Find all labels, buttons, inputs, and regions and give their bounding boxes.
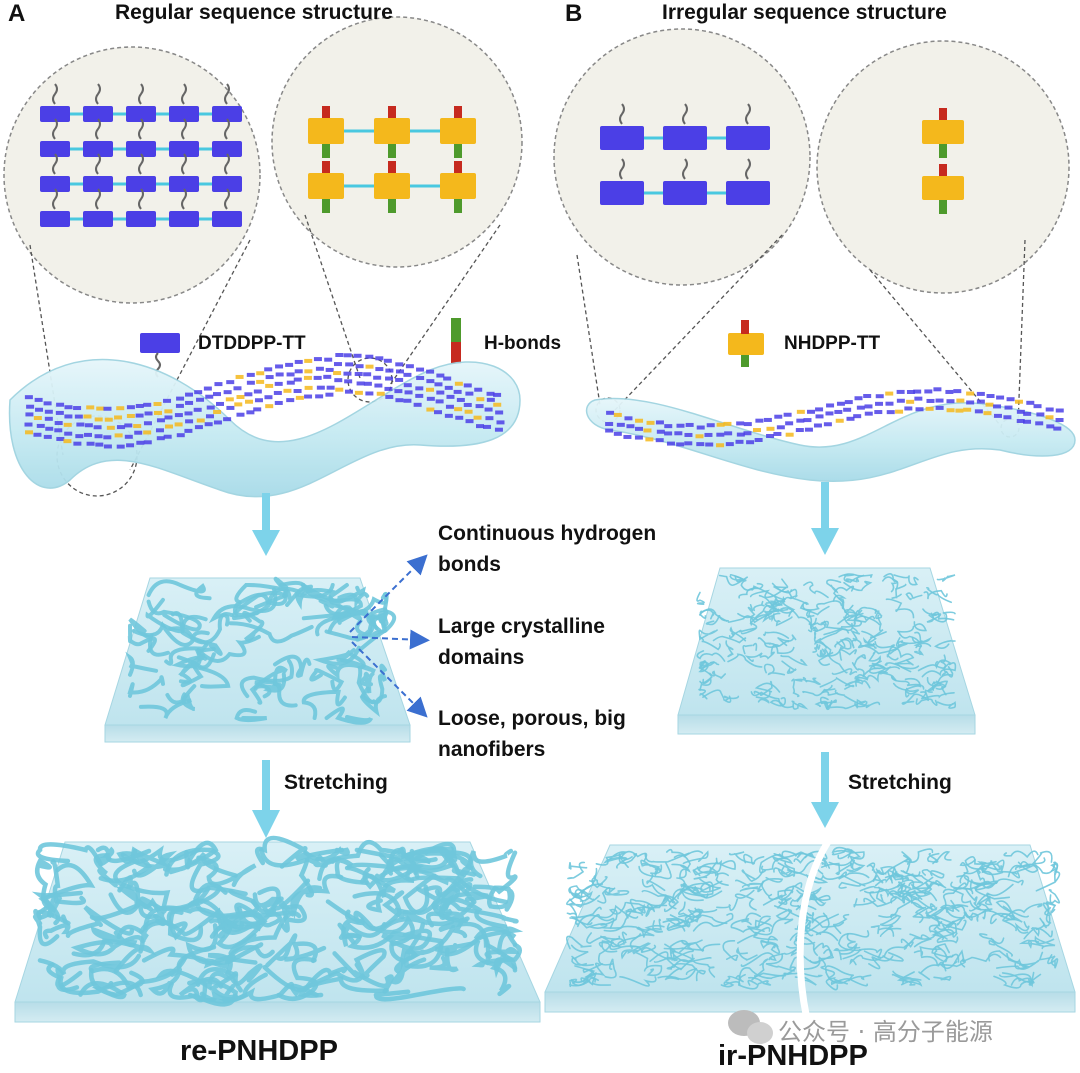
legend-nhdpp-label: NHDPP-TT (784, 333, 881, 354)
tube-a-molecules (24, 352, 505, 449)
zoom-circle-b-nhdpp (816, 40, 1070, 294)
film-slab-re-middle (104, 576, 411, 743)
stretching-label-b: Stretching (848, 771, 952, 794)
tube-b-molecules (605, 387, 1064, 448)
legend-dtddpp-label: DTDDPP-TT (198, 333, 306, 354)
material-name-ir: ir-PNHDPP (718, 1040, 868, 1072)
wechat-logo-icon (728, 1010, 773, 1044)
nanofibers-ir-middle (696, 573, 957, 711)
nanofibers-ir-bottom (566, 846, 1061, 991)
material-name-re: re-PNHDPP (180, 1035, 338, 1067)
nhdpp-lattice-b (922, 108, 964, 214)
panel-b-title: Irregular sequence structure (662, 1, 947, 24)
zoom-circle-a-nhdpp (271, 16, 523, 268)
zoom-circle-b-dtddpp (553, 28, 811, 286)
nhdpp-lattice-a (308, 106, 476, 213)
film-slab-ir-middle (677, 567, 976, 735)
dtddpp-lattice-a (40, 83, 242, 227)
process-arrows (252, 482, 839, 838)
film-slab-ir-bottom (544, 833, 1076, 1041)
film-slab-re-bottom (14, 835, 541, 1023)
fracture-crack (796, 833, 835, 1041)
fiber-tube-b (585, 387, 1076, 482)
nanofibers-re-middle (125, 576, 397, 725)
legend-hbonds-label: H-bonds (484, 333, 562, 354)
panel-a-letter: A (8, 0, 26, 27)
legend-nhdpp-symbol (728, 320, 764, 367)
nanofibers-re-bottom (31, 835, 524, 1007)
zoom-circle-a-dtddpp (3, 46, 261, 304)
stretching-label-a: Stretching (284, 771, 388, 794)
panel-a-title: Regular sequence structure (115, 1, 393, 24)
dtddpp-lattice-b (600, 103, 770, 205)
property-arrows (349, 554, 430, 718)
fiber-tube-a (8, 352, 521, 498)
panel-b-letter: B (565, 0, 583, 27)
watermark-text: 公众号 · 高分子能源 (778, 1018, 993, 1046)
legend-hbonds-symbol (451, 318, 461, 364)
